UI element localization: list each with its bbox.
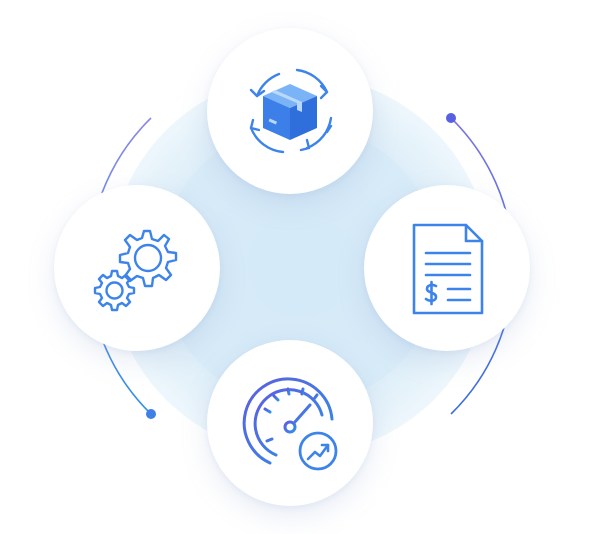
speedometer-growth-icon [242, 377, 338, 471]
node-speedometer [207, 340, 373, 506]
package-cycle-icon [249, 68, 333, 154]
background-halo-inner [160, 125, 440, 405]
left-orbit-dot [146, 409, 156, 419]
invoice-document-icon [412, 223, 484, 315]
node-gears [54, 185, 220, 351]
right-orbit-dot [446, 113, 456, 123]
gears-icon [93, 229, 178, 312]
node-package-cycle [207, 28, 373, 194]
node-invoice [364, 185, 530, 351]
